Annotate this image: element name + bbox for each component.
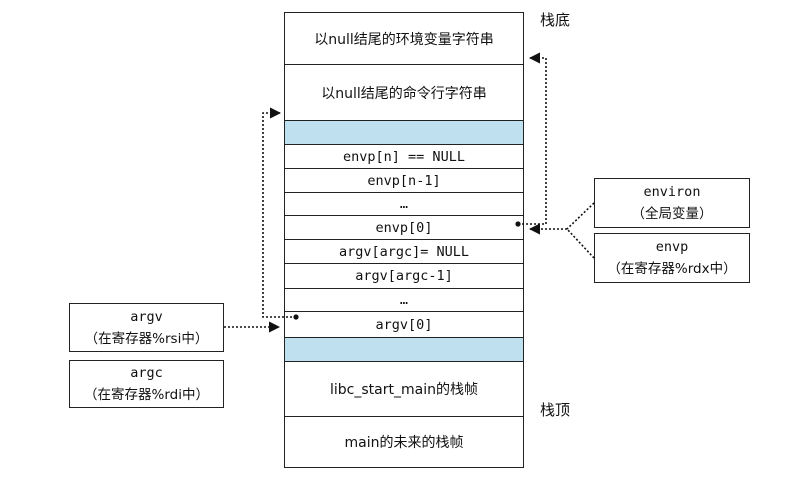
stack-bottom-label: 栈底 [540, 11, 571, 29]
envp-box: envp （在寄存器%rdx中） [594, 233, 750, 283]
environ-desc: （全局变量） [631, 206, 713, 222]
environ-name: environ [643, 184, 701, 200]
environ-envp-to-envp0-arrow [528, 202, 595, 259]
argv-desc: （在寄存器%rsi中） [84, 330, 209, 347]
argv-name: argv [130, 308, 163, 325]
environ-box: environ （全局变量） [594, 178, 750, 228]
env-strings-cell: 以null结尾的环境变量字符串 [285, 13, 523, 65]
envp-ellipsis-cell: … [285, 193, 523, 216]
argv-argc-minus-1-cell: argv[argc-1] [285, 264, 523, 289]
stack-top-label: 栈顶 [540, 401, 571, 419]
libc-start-main-frame-cell: libc_start_main的栈帧 [285, 362, 523, 417]
envp-0-cell: envp[0] [285, 216, 523, 240]
argv-argc-cell: argv[argc]= NULL [285, 240, 523, 264]
main-frame-cell: main的未来的栈帧 [344, 435, 464, 451]
argv-ellipsis-cell: … [285, 289, 523, 312]
envp-desc: （在寄存器%rdx中） [607, 261, 737, 277]
padding-cell-top [285, 121, 523, 145]
stack-diagram: 以null结尾的环境变量字符串 以null结尾的命令行字符串 envp[n] =… [284, 12, 524, 468]
envp-n-cell: envp[n] == NULL [285, 145, 523, 169]
argc-box: argc （在寄存器%rdi中） [69, 360, 224, 408]
envp-name: envp [655, 239, 689, 255]
envp-array-to-env-strings-arrow [515, 52, 547, 227]
argv-box: argv （在寄存器%rsi中） [69, 303, 224, 352]
argv-0-cell: argv[0] [285, 312, 523, 338]
padding-cell-bottom [285, 338, 523, 362]
argc-name: argc [130, 365, 163, 381]
envp-n-minus-1-cell: envp[n-1] [285, 169, 523, 193]
argc-desc: （在寄存器%rdi中） [84, 387, 209, 403]
argv-array-to-argv-strings-arrow [262, 107, 299, 320]
argv-strings-cell: 以null结尾的命令行字符串 [285, 65, 523, 121]
